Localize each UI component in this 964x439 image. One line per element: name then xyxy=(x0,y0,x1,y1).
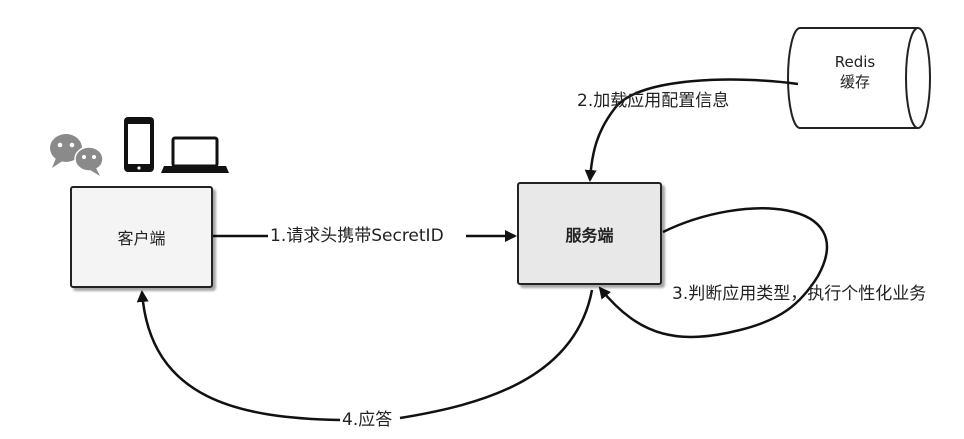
redis-label: Redis 缓存 xyxy=(810,52,900,92)
response-arrow xyxy=(142,290,594,422)
redis-name: Redis xyxy=(834,53,876,71)
judge-label: 3.判断应用类型，执行个性化业务 xyxy=(672,284,927,304)
client-node: 客户端 xyxy=(70,186,213,288)
laptop-icon xyxy=(161,136,229,173)
client-label: 客户端 xyxy=(117,229,166,248)
wechat-icon xyxy=(50,134,104,176)
server-label: 服务端 xyxy=(565,225,614,245)
server-node: 服务端 xyxy=(517,182,662,285)
request-label: 1.请求头携带SecretID xyxy=(270,226,444,246)
load-config-arrow xyxy=(584,78,799,182)
load-config-label: 2.加载应用配置信息 xyxy=(577,91,730,111)
redis-cylinder xyxy=(787,27,931,129)
response-label: 4.应答 xyxy=(342,410,393,430)
phone-icon xyxy=(124,117,154,172)
redis-cache: 缓存 xyxy=(839,73,870,91)
judge-loop-arrow xyxy=(598,207,829,339)
